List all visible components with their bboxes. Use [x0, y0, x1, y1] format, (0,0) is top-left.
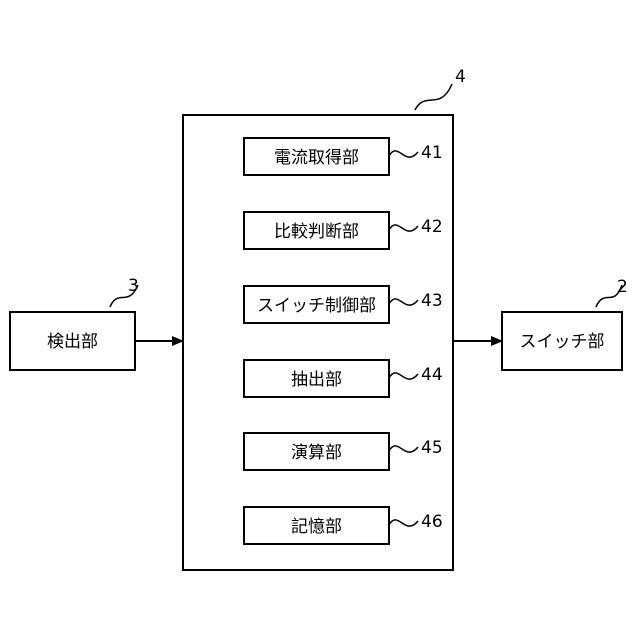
- module-ref: 42: [421, 217, 443, 237]
- module-label: 抽出部: [291, 370, 342, 390]
- module-ref: 41: [421, 143, 443, 163]
- detector-ref: 3: [128, 276, 139, 296]
- switch-unit-ref: 2: [617, 277, 628, 297]
- module-label: スイッチ制御部: [257, 296, 376, 316]
- module-ref: 43: [421, 291, 443, 311]
- module-label: 比較判断部: [274, 222, 359, 242]
- module-label: 演算部: [291, 443, 342, 463]
- controller-ref: 4: [455, 67, 466, 87]
- module-ref: 44: [421, 365, 443, 385]
- module-ref: 46: [421, 512, 443, 532]
- module-label: 電流取得部: [274, 148, 359, 168]
- controller-leader-line: [415, 84, 452, 110]
- module-label: 記憶部: [291, 517, 342, 537]
- detector-label: 検出部: [47, 332, 98, 352]
- controller-box: [183, 115, 453, 570]
- module-ref: 45: [421, 438, 443, 458]
- switch-unit-label: スイッチ部: [520, 332, 605, 352]
